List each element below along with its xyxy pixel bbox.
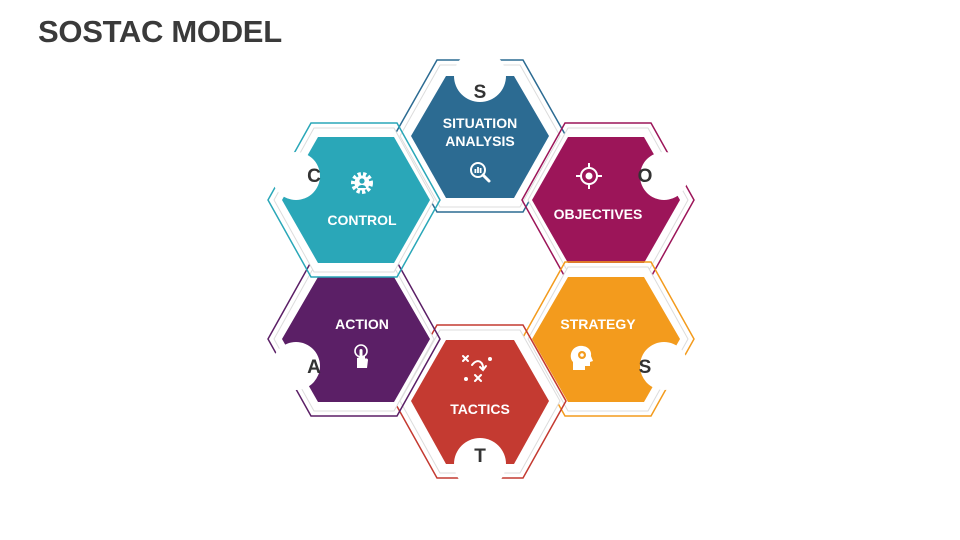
hex-outline [521,261,695,417]
stage-letter: A [307,357,321,378]
hex-outline [267,122,441,278]
stage-label-line-2: ANALYSIS [445,133,515,149]
stage-letter: T [474,446,486,467]
hex-fill [411,340,549,464]
stage-label-line-1: ACTION [335,316,389,332]
head-gear-icon [570,345,593,370]
letter-circle [640,342,688,390]
hex-fill [411,76,549,198]
magnifier-chart-icon [470,162,491,183]
letter-circle [640,152,688,200]
stage-label-line-1: TACTICS [450,401,510,417]
page-title: SOSTAC MODEL [38,14,282,49]
letter-circle [272,152,320,200]
stage-label-line-1: STRATEGY [560,316,636,332]
stage-letter: O [638,166,653,187]
stage-label-line-1: SITUATION [443,115,517,131]
stage-tactics: T TACTICS [393,324,567,490]
target-icon [576,163,602,189]
stage-label-line-1: CONTROL [327,212,397,228]
letter-circle [272,342,320,390]
gear-person-icon [351,172,373,194]
letter-circle [454,438,506,490]
hex-outline [393,324,567,479]
letter-circle [454,50,506,102]
hand-pointer-icon [354,344,368,368]
stage-letter: S [474,82,487,103]
stage-objectives: O OBJECTIVES [521,122,695,278]
stage-label-line-1: OBJECTIVES [554,206,643,222]
stage-control: C CONTROL [267,122,441,278]
stage-situation-analysis: S SITUATION ANALYSIS [393,50,567,213]
stage-strategy: S STRATEGY [521,261,695,417]
stage-letter: S [639,357,652,378]
stage-action: A ACTION [267,261,441,417]
hex-fill [282,137,430,263]
play-diagram-icon [462,355,492,382]
stage-letter: C [307,166,321,187]
